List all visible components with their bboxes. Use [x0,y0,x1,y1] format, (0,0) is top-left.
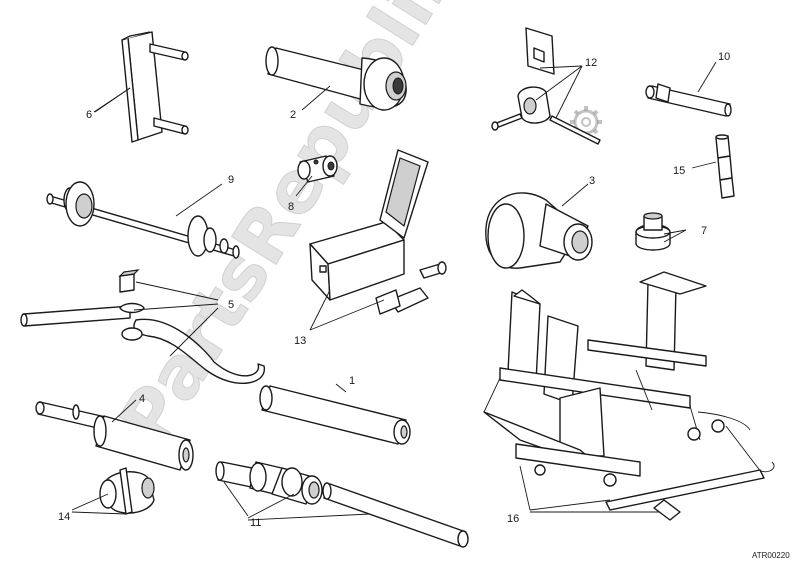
tool-puller-set [20,269,265,384]
callout-2: 2 [290,109,296,121]
tool-service-stand [483,271,775,521]
callout-9: 9 [228,174,234,186]
tool-clip-set [491,27,601,145]
callout-15: 15 [673,165,685,177]
callout-leaders [71,61,717,521]
tool-stepped-drift [215,461,469,548]
callout-10: 10 [718,51,730,63]
tool-pin-ring [297,155,338,183]
callout-7: 7 [701,225,707,237]
callout-5: 5 [228,299,234,311]
tool-bracket [121,31,189,143]
callout-13: 13 [294,335,306,347]
tool-shaft-with-discs [46,181,240,259]
tool-pin-short [715,134,735,199]
tool-tube [259,385,411,445]
tool-drift-with-collar [265,46,407,111]
callout-4: 4 [139,393,145,405]
callout-16: 16 [507,513,519,525]
tool-pin-long [645,83,732,117]
callout-labels: 1 2 3 4 5 6 7 8 9 10 11 12 13 14 15 16 [58,51,730,529]
callout-1: 1 [349,375,355,387]
callout-14: 14 [58,511,70,523]
tool-long-drift [35,401,194,471]
tool-nut-adapter [635,212,671,251]
tool-split-collar [99,467,155,515]
callout-12: 12 [585,57,597,69]
tool-case-and-holder [309,149,447,315]
callout-6: 6 [86,109,92,121]
callout-11: 11 [250,517,261,529]
callout-8: 8 [288,201,294,213]
tool-bell-sleeve [485,192,593,269]
drawing-code: ATR00220 [752,551,790,560]
callout-3: 3 [589,175,595,187]
